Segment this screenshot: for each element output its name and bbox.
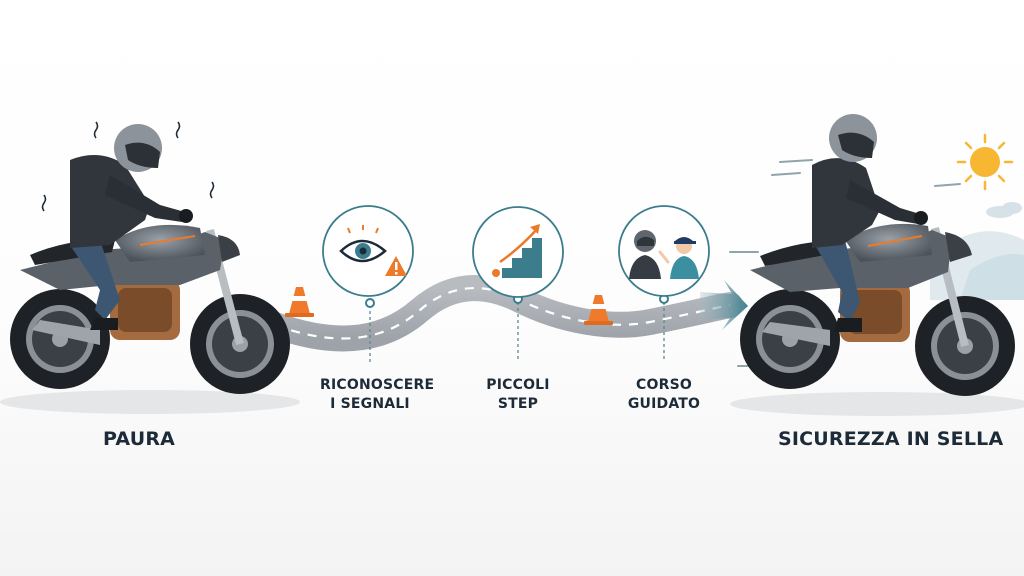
eye-warning-icon xyxy=(339,225,407,276)
nervous-rider-motorcycle xyxy=(10,121,290,394)
start-label: PAURA xyxy=(103,428,176,450)
step-circle-small-steps xyxy=(472,206,564,298)
step-label-line: I SEGNALI xyxy=(330,396,410,412)
step-label-line: STEP xyxy=(497,396,539,412)
rear-wheel xyxy=(740,289,840,389)
step-label-line: PICCOLI xyxy=(486,377,550,393)
cloud-icon xyxy=(986,202,1022,218)
step-label-line: CORSO xyxy=(636,377,692,393)
connector-dot xyxy=(365,298,375,308)
step-label-guided-course: CORSO GUIDATO xyxy=(624,376,704,414)
step-circle-guided-course xyxy=(618,205,710,297)
ground-shadow-left xyxy=(0,390,300,414)
step-label-recognize: RICONOSCERE I SEGNALI xyxy=(320,376,435,414)
confident-rider-motorcycle xyxy=(740,114,1015,396)
step-circle-recognize xyxy=(322,205,414,297)
traffic-cone-icon xyxy=(285,287,314,317)
direction-arrow-icon xyxy=(700,280,748,330)
sun-icon xyxy=(956,133,1014,191)
ground-shadow-right xyxy=(730,392,1024,416)
stairs-progress-icon xyxy=(492,224,542,278)
rear-wheel xyxy=(10,289,110,389)
instructor-icon xyxy=(629,230,699,279)
step-label-line: GUIDATO xyxy=(627,396,701,412)
step-label-small-steps: PICCOLI STEP xyxy=(478,376,558,414)
step-label-line: RICONOSCERE xyxy=(320,377,435,393)
traffic-cone-icon xyxy=(584,295,613,325)
end-label: SICUREZZA IN SELLA xyxy=(778,428,1004,450)
